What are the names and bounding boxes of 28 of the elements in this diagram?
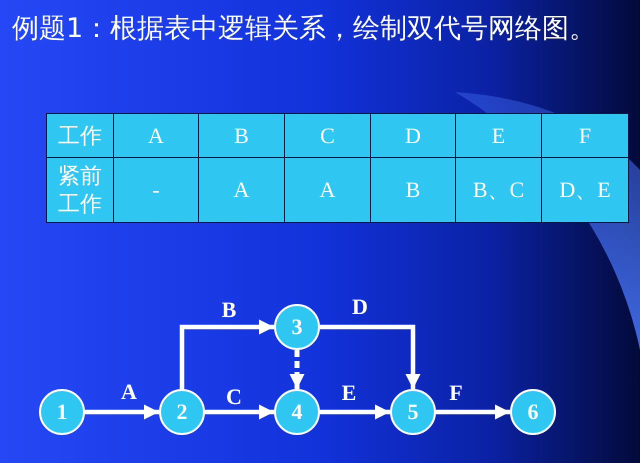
table-cell: 工作 <box>46 113 114 158</box>
edge-label: D <box>352 295 368 319</box>
table-cell: D <box>370 113 456 158</box>
table-cell: B、C <box>455 157 542 223</box>
arrow <box>180 320 274 389</box>
arrow <box>320 404 390 420</box>
table-cell: - <box>113 157 199 223</box>
arrow <box>85 404 159 420</box>
edge-label: C <box>226 385 242 409</box>
edge-label: A <box>121 380 137 404</box>
table-cell: A <box>113 113 199 158</box>
table-cell: E <box>455 113 542 158</box>
edge-label: E <box>342 381 356 405</box>
table-cell: A <box>284 157 371 223</box>
arrow <box>320 324 420 389</box>
table-cell: A <box>198 157 285 223</box>
table-cell: B <box>370 157 456 223</box>
table-cell: C <box>284 113 371 158</box>
arrow <box>205 404 274 420</box>
arrow <box>436 404 510 420</box>
dashed-arrow <box>290 350 304 389</box>
table-cell: F <box>541 113 629 158</box>
edge-label: F <box>449 381 463 405</box>
title: 例题1：根据表中逻辑关系，绘制双代号网络图。 <box>12 12 596 46</box>
table-cell: D、E <box>541 157 629 223</box>
table-cell: B <box>198 113 285 158</box>
edge-label: B <box>222 298 236 322</box>
table-cell: 紧前工作 <box>46 157 114 223</box>
